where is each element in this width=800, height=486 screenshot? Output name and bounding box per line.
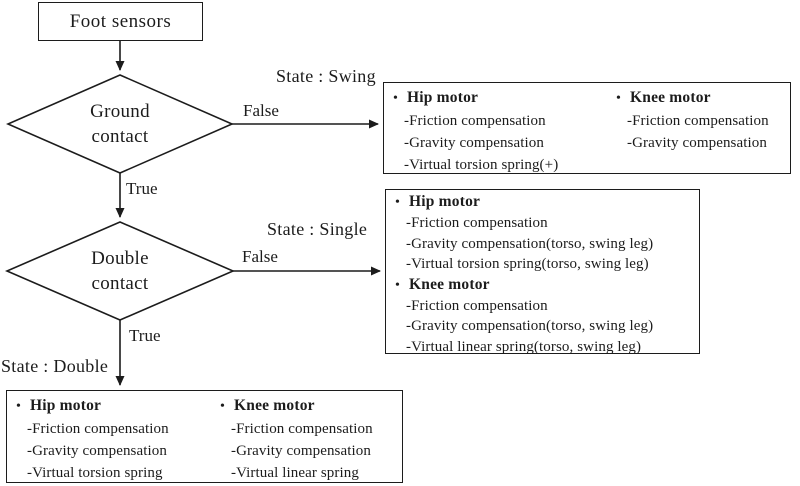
single-knee-item: -Friction compensation: [406, 298, 548, 315]
start-node-label: Foot sensors: [69, 10, 172, 32]
action-box-swing: • Hip motor -Friction compensation -Grav…: [383, 82, 791, 174]
single-hip-section: • Hip motor -Friction compensation -Grav…: [386, 192, 699, 275]
swing-knee-header-row: • Knee motor: [607, 87, 790, 110]
bullet-icon: •: [393, 91, 398, 106]
decision-double-contact-label: Double contact: [20, 246, 220, 296]
double-hip-header: Hip motor: [30, 397, 102, 414]
single-hip-item: -Virtual torsion spring(torso, swing leg…: [406, 256, 649, 273]
swing-hip-item: -Virtual torsion spring(+): [404, 157, 559, 173]
action-box-single: • Hip motor -Friction compensation -Grav…: [385, 189, 700, 355]
single-knee-header: Knee motor: [409, 275, 490, 293]
single-hip-item: -Friction compensation: [406, 215, 548, 232]
decision-ground-line1: Ground: [90, 101, 150, 122]
double-knee-item: -Friction compensation: [231, 421, 373, 437]
single-knee-header-row: • Knee motor: [386, 275, 699, 296]
action-box-double: • Hip motor -Friction compensation -Grav…: [6, 390, 403, 483]
swing-hip-item: -Friction compensation: [404, 113, 546, 129]
swing-knee-item: -Gravity compensation: [627, 135, 767, 151]
double-hip-header-row: • Hip motor: [7, 395, 211, 418]
edge-label-double-false: False: [242, 247, 278, 266]
double-knee-header: Knee motor: [234, 397, 315, 414]
edge-label-ground-true: True: [126, 179, 158, 198]
double-hip-item: -Virtual torsion spring: [27, 465, 163, 481]
start-node-foot-sensors: Foot sensors: [38, 2, 203, 41]
single-knee-item: -Virtual linear spring(torso, swing leg): [406, 338, 642, 355]
state-label-double: State : Double: [1, 356, 109, 376]
single-knee-section: • Knee motor -Friction compensation -Gra…: [386, 275, 699, 358]
swing-hip-item: -Gravity compensation: [404, 135, 544, 151]
single-hip-header: Hip motor: [409, 193, 481, 210]
double-hip-item: -Gravity compensation: [27, 443, 167, 459]
decision-double-line2: contact: [91, 273, 149, 294]
swing-hip-header: Hip motor: [407, 89, 479, 106]
bullet-icon: •: [16, 399, 21, 414]
swing-knee-header: Knee motor: [630, 89, 711, 106]
single-hip-header-row: • Hip motor: [386, 192, 699, 213]
single-knee-item: -Gravity compensation(torso, swing leg): [406, 318, 654, 335]
state-label-swing: State : Swing: [276, 66, 376, 86]
bullet-icon: •: [395, 277, 400, 293]
decision-ground-line2: contact: [91, 126, 149, 147]
double-knee-column: • Knee motor -Friction compensation -Gra…: [211, 395, 402, 482]
edge-label-double-true: True: [129, 326, 161, 345]
swing-hip-header-row: • Hip motor: [384, 87, 607, 110]
bullet-icon: •: [395, 195, 400, 210]
bullet-icon: •: [220, 399, 225, 414]
edge-label-ground-false: False: [243, 101, 279, 120]
double-knee-item: -Gravity compensation: [231, 443, 371, 459]
double-knee-item: -Virtual linear spring: [231, 465, 359, 481]
bullet-icon: •: [616, 91, 621, 106]
double-knee-header-row: • Knee motor: [211, 395, 402, 418]
single-hip-item: -Gravity compensation(torso, swing leg): [406, 235, 654, 252]
swing-hip-column: • Hip motor -Friction compensation -Grav…: [384, 87, 607, 173]
double-hip-item: -Friction compensation: [27, 421, 169, 437]
swing-knee-item: -Friction compensation: [627, 113, 769, 129]
double-hip-column: • Hip motor -Friction compensation -Grav…: [7, 395, 211, 482]
swing-knee-column: • Knee motor -Friction compensation -Gra…: [607, 87, 790, 173]
decision-double-line1: Double: [91, 248, 149, 269]
decision-ground-contact-label: Ground contact: [20, 99, 220, 149]
state-label-single: State : Single: [267, 219, 368, 239]
